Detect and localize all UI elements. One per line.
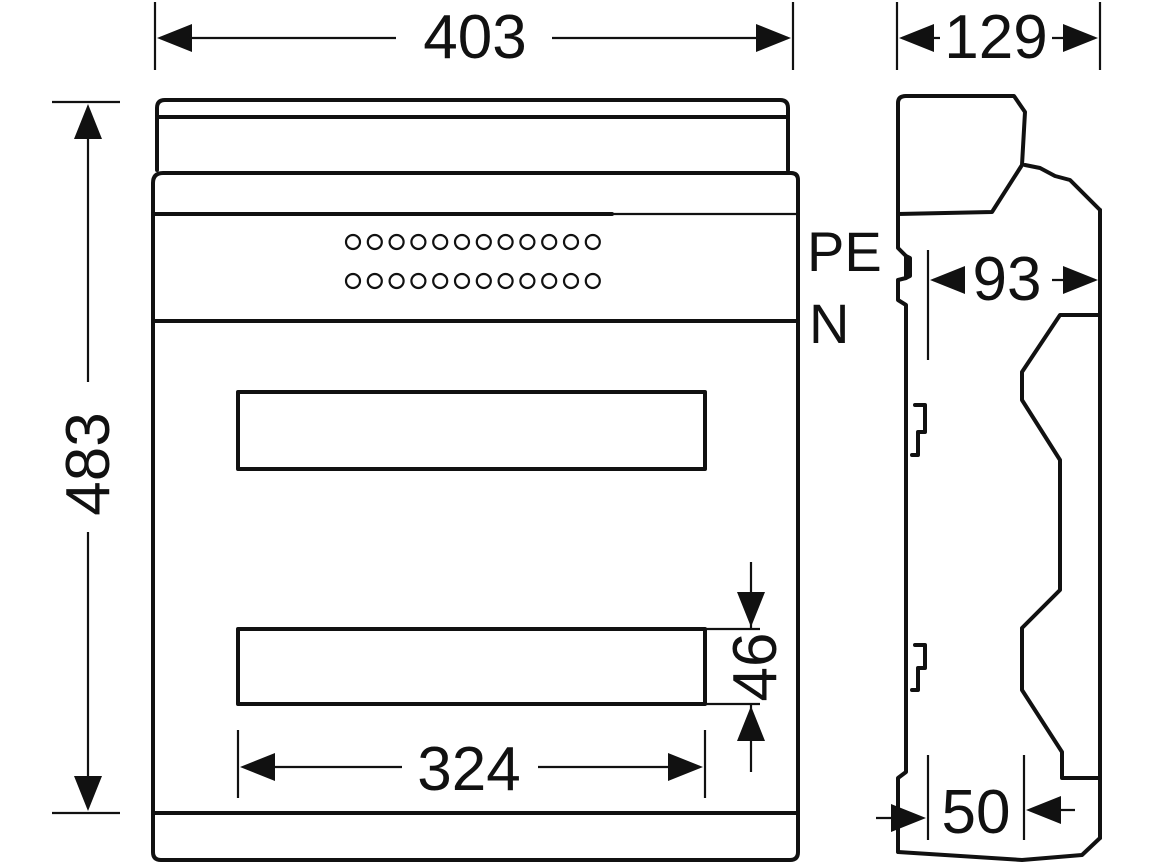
terminal-hole [475,272,492,290]
arrowhead-right [756,24,791,52]
dimension-width-403: 403 [153,2,795,72]
dimension-label-93: 93 [973,245,1042,314]
terminal-hole [410,233,427,251]
dimension-label-483: 483 [54,412,123,515]
terminal-hole [584,233,601,251]
terminal-hole [519,272,536,290]
arrowhead-left [930,266,965,294]
dimension-depth-129: 129 [895,2,1102,72]
dimension-rail-offset-50: 50 [876,755,1075,847]
terminal-hole [584,272,601,290]
terminal-hole [366,233,383,251]
terminal-hole [453,233,471,251]
arrowhead-right [1026,796,1061,824]
terminal-hole [388,233,405,251]
arrowhead-top [737,592,765,627]
terminal-hole [519,233,536,251]
terminal-hole [432,272,449,290]
terminal-hole [344,272,362,290]
side-front-step [904,254,912,280]
arrowhead-left [899,24,934,52]
front-body-outline [151,171,800,862]
dimension-height-483: 483 [52,100,123,815]
terminal-hole [432,233,449,251]
terminal-hole [497,272,514,290]
arrowhead-right [668,753,703,781]
terminal-hole [410,272,427,290]
dimension-label-324: 324 [417,735,520,804]
terminal-hole [366,272,383,290]
terminal-holes [344,233,601,290]
arrowhead-right [1063,266,1098,294]
label-n: N [809,292,849,355]
label-pe: PE [807,220,882,283]
side-mount-clip-upper [910,403,927,457]
terminal-hole [475,233,492,251]
terminal-hole [562,233,580,251]
terminal-hole [344,233,362,251]
terminal-hole [562,272,580,290]
arrowhead-bottom [74,776,102,811]
dimension-label-50: 50 [942,778,1011,847]
dimension-inner-depth-93: 93 [926,245,1098,360]
arrowhead-left [157,24,192,52]
front-top-cover [155,98,790,172]
arrowhead-top [74,104,102,139]
dimension-window-height-46: 46 [705,562,790,772]
dimension-label-46: 46 [721,633,790,702]
device-window-upper [236,390,707,471]
arrowhead-bottom [737,706,765,741]
dimension-label-129: 129 [944,3,1047,72]
terminal-hole [453,272,471,290]
side-mount-clip-lower [910,643,927,692]
arrowhead-left [240,753,275,781]
terminal-hole [388,272,405,290]
dimension-label-403: 403 [423,3,526,72]
conductor-labels: PE N [807,220,882,355]
dimension-window-width-324: 324 [236,730,707,804]
device-window-lower [236,627,707,706]
side-upper-cover [896,94,1027,216]
arrowhead-right [1063,24,1098,52]
terminal-hole [541,272,558,290]
terminal-hole [497,233,514,251]
arrowhead-left [891,804,926,832]
terminal-hole [541,233,558,251]
front-view [151,98,800,862]
side-view [896,94,1102,862]
